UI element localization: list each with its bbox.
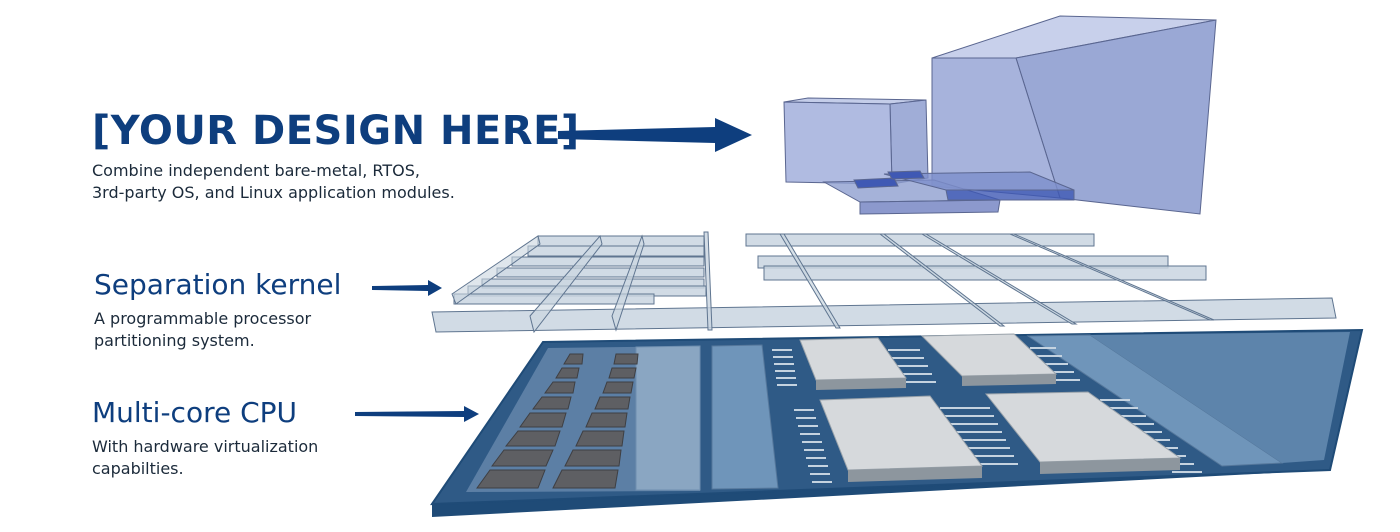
design-arrow [558, 118, 752, 152]
cpu-core-4 [984, 391, 1182, 474]
kernel-description: A programmable processor partitioning sy… [94, 308, 341, 352]
cpu-cores [799, 333, 1182, 482]
module-flat-plates [822, 170, 1075, 215]
design-title: [YOUR DESIGN HERE] [92, 108, 580, 154]
cpu-label-block: Multi-core CPU With hardware virtualizat… [92, 396, 318, 480]
cpu-title: Multi-core CPU [92, 396, 298, 429]
cpu-description-line-1: With hardware virtualization [92, 437, 319, 456]
memory-chips [476, 353, 639, 489]
kernel-description-line-1: A programmable processor [94, 309, 312, 328]
design-description-line-2: 3rd-party OS, and Linux application modu… [92, 183, 455, 202]
kernel-title: Separation kernel [94, 268, 342, 301]
kernel-label-block: Separation kernel A programmable process… [94, 268, 341, 352]
kernel-frame [431, 231, 1337, 334]
design-modules [783, 15, 1217, 215]
cpu-core-3 [819, 395, 983, 482]
kernel-arrow [372, 280, 442, 296]
module-large-box [931, 15, 1217, 215]
kernel-description-line-2: partitioning system. [94, 331, 255, 350]
cpu-arrow [355, 406, 479, 422]
cpu-core-1 [799, 337, 907, 390]
design-label-block: [YOUR DESIGN HERE] Combine independent b… [92, 108, 580, 204]
design-description: Combine independent bare-metal, RTOS, 3r… [92, 160, 580, 204]
cpu-description-line-2: capabilties. [92, 459, 184, 478]
cpu-description: With hardware virtualization capabilties… [92, 436, 318, 480]
design-description-line-1: Combine independent bare-metal, RTOS, [92, 161, 420, 180]
cpu-core-2 [920, 333, 1058, 386]
